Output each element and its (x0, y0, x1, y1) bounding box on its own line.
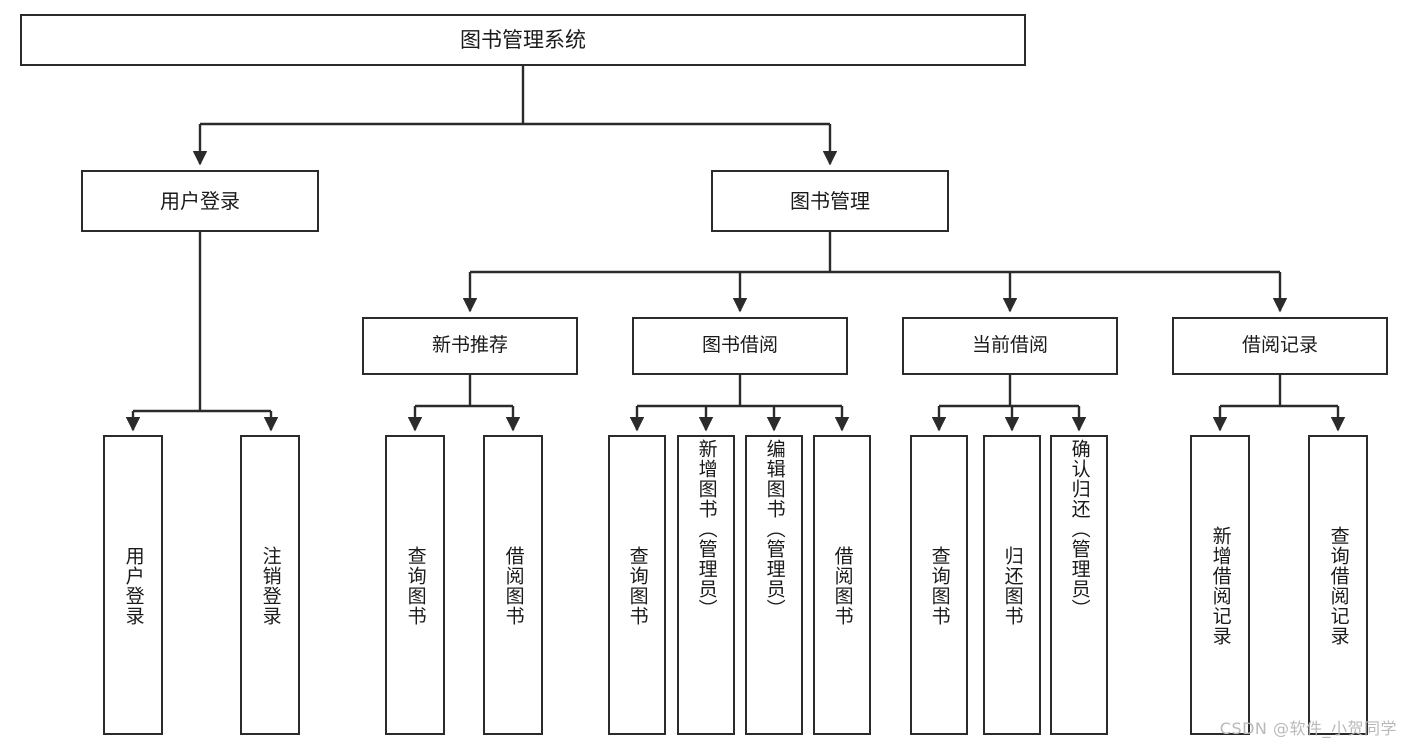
leaf-query-book-2-label: 查询图书 (626, 546, 649, 626)
node-new-book-recommend[interactable]: 新书推荐 (362, 317, 578, 375)
leaf-borrow-book-2[interactable]: 借阅图书 (813, 435, 871, 735)
node-borrow-record-label: 借阅记录 (1241, 334, 1318, 357)
leaf-add-record-label: 新增借阅记录 (1209, 526, 1232, 646)
leaf-return-book[interactable]: 归还图书 (983, 435, 1041, 735)
leaf-add-book-admin[interactable]: 新增图书（管理员） (677, 435, 735, 735)
leaf-query-book-3[interactable]: 查询图书 (910, 435, 968, 735)
leaf-query-record[interactable]: 查询借阅记录 (1308, 435, 1368, 735)
node-new-book-recommend-label: 新书推荐 (431, 334, 508, 357)
leaf-user-login-label: 用户登录 (122, 546, 145, 626)
leaf-user-login[interactable]: 用户登录 (103, 435, 163, 735)
node-book-borrow[interactable]: 图书借阅 (632, 317, 848, 375)
leaf-borrow-book-2-label: 借阅图书 (831, 546, 854, 626)
leaf-query-book-2[interactable]: 查询图书 (608, 435, 666, 735)
watermark-text: CSDN @软件_小贺同学 (1219, 719, 1397, 738)
node-current-borrow-label: 当前借阅 (971, 334, 1048, 357)
leaf-query-record-label: 查询借阅记录 (1327, 526, 1350, 646)
leaf-edit-book-admin[interactable]: 编辑图书（管理员） (745, 435, 803, 735)
node-current-borrow[interactable]: 当前借阅 (902, 317, 1118, 375)
leaf-query-book-1-label: 查询图书 (404, 546, 427, 626)
leaf-edit-book-admin-label: 编辑图书（管理员） (763, 439, 786, 619)
leaf-return-book-label: 归还图书 (1001, 546, 1024, 626)
node-root[interactable]: 图书管理系统 (20, 14, 1026, 66)
leaf-add-record[interactable]: 新增借阅记录 (1190, 435, 1250, 735)
leaf-add-book-admin-label: 新增图书（管理员） (695, 439, 718, 619)
node-root-label: 图书管理系统 (460, 27, 586, 52)
leaf-logout-login[interactable]: 注销登录 (240, 435, 300, 735)
leaf-logout-login-label: 注销登录 (259, 546, 282, 626)
node-user-login[interactable]: 用户登录 (81, 170, 319, 232)
node-user-login-label: 用户登录 (160, 188, 240, 213)
leaf-borrow-book-1-label: 借阅图书 (502, 546, 525, 626)
node-book-manage-label: 图书管理 (790, 188, 870, 213)
node-book-manage[interactable]: 图书管理 (711, 170, 949, 232)
leaf-query-book-3-label: 查询图书 (928, 546, 951, 626)
leaf-confirm-return[interactable]: 确认归还（管理员） (1050, 435, 1108, 735)
node-book-borrow-label: 图书借阅 (701, 334, 778, 357)
node-borrow-record[interactable]: 借阅记录 (1172, 317, 1388, 375)
leaf-query-book-1[interactable]: 查询图书 (385, 435, 445, 735)
leaf-borrow-book-1[interactable]: 借阅图书 (483, 435, 543, 735)
leaf-confirm-return-label: 确认归还（管理员） (1068, 439, 1091, 619)
